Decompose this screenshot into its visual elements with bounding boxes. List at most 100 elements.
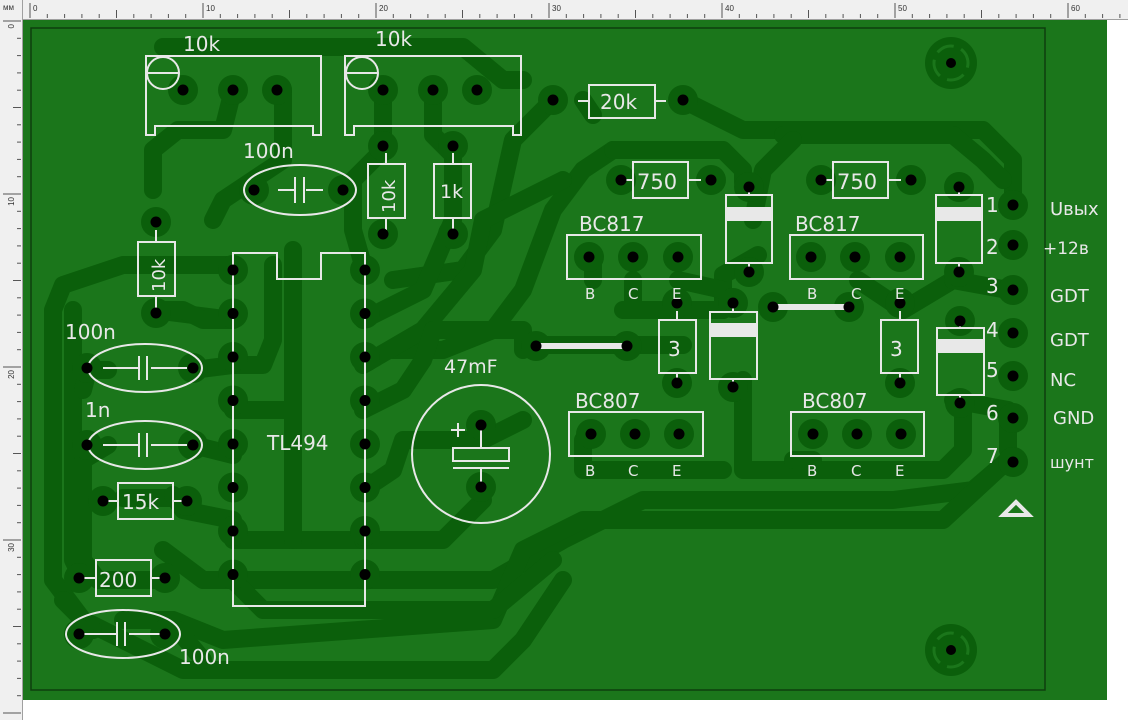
label-resistor-750-left: 750 [637,170,677,194]
drill-hole [359,395,371,406]
drill-hole [475,419,487,431]
drill-hole [150,307,162,319]
drill-hole [187,439,199,451]
drill-hole [159,572,171,584]
drill-hole [471,84,483,96]
ruler-left-label: 0 [7,23,16,28]
label-transistor-bc807-left: BC807 [575,389,641,413]
drill-hole [1007,327,1019,339]
bc817-left-pin-e: E [672,285,681,303]
label-capacitor-100n-bottom: 100n [179,645,230,669]
drill-hole [227,395,239,406]
drill-hole [672,251,684,263]
trimmer-1-outline [145,55,322,136]
silkscreen [65,55,1034,659]
bc817-right-pin-c: C [851,285,861,303]
label-transistor-bc807-right: BC807 [802,389,868,413]
ruler-top-label: 40 [725,4,734,13]
label-resistor-3-right: 3 [890,337,903,361]
label-resistor-750-right: 750 [837,170,877,194]
connector-pin-6-number: 6 [986,401,999,425]
drill-hole [359,569,371,580]
label-resistor-20k: 20k [600,90,637,114]
pcb-board: 10k 10k 100n 20k 10k 1k 10k 100n 1n 15k … [23,20,1107,700]
resistor-20k-outline [578,84,666,119]
drill-hole [530,340,542,352]
connector-pin-2-number: 2 [986,235,999,259]
diode-3-band [710,323,757,337]
connector: 1 2 3 4 5 6 7 Uвых +12в GDT GDT NC GND ш… [986,193,1099,472]
drill-hole [1007,412,1019,424]
capacitor-100n-top-outline [243,164,357,216]
label-resistor-10k-vertical: 10k [379,179,400,213]
drill-hole [621,340,633,352]
diode-2-band [936,207,982,221]
drill-hole [227,482,239,493]
ic-tl494-outline [232,252,366,607]
transistor-bc817-left-outline [566,234,702,280]
drill-hole [671,377,683,389]
drill-hole [743,181,755,193]
drill-hole [187,362,199,374]
drill-hole [849,251,861,263]
drill-hole [677,94,689,106]
drill-hole [727,381,739,393]
label-capacitor-1n: 1n [85,398,110,422]
drill-hole [905,174,917,186]
drill-hole [227,84,239,96]
ruler-top-label: 30 [552,4,561,13]
drill-hole [767,301,779,313]
drill-hole [359,525,371,537]
label-transistor-bc817-right: BC817 [795,212,861,236]
label-capacitor-100n-left: 100n [65,320,116,344]
drill-hole [227,569,239,580]
drill-hole [615,174,627,186]
resistor-750-left-outline [623,161,701,199]
drill-hole [81,362,93,374]
drill-hole [359,308,371,319]
drill-hole [1007,370,1019,382]
connector-pin-7-number: 7 [986,444,999,468]
label-transistor-bc817-left: BC817 [579,212,645,236]
drill-hole [177,84,189,96]
bc817-left-pin-c: C [628,285,638,303]
label-capacitor-100n-top: 100n [243,139,294,163]
drill-hole [337,184,349,196]
drill-hole [743,266,755,278]
bc807-left-pin-b: B [585,462,595,480]
drill-hole [248,184,260,196]
resistor-1k-vertical-outline [433,153,472,230]
label-resistor-200: 200 [99,568,137,592]
drill-hole [447,228,459,240]
drill-hole [1007,284,1019,296]
drill-hole [227,351,239,363]
label-resistor-1k-vertical: 1k [440,181,463,203]
drill-hole [475,481,487,493]
ruler-top-label: 50 [898,4,907,13]
drill-hole [81,439,93,451]
ruler-unit-label: мм [3,3,14,12]
drill-hole [377,84,389,96]
connector-pin-1-number: 1 [986,193,999,217]
drill-hole [894,251,906,263]
ruler-top-label: 60 [1071,4,1080,13]
drill-hole [727,297,739,309]
drill-hole [377,228,389,240]
ruler-top-label: 20 [379,4,388,13]
drill-hole [894,377,906,389]
bc807-left-pin-e: E [672,462,681,480]
bc807-left-pin-c: C [628,462,638,480]
label-capacitor-47mF: 47mF [444,356,498,378]
drill-hole [359,438,371,450]
drill-hole [447,140,459,152]
label-trimmer-1: 10k [183,32,220,56]
connector-pin-3-number: 3 [986,274,999,298]
drill-hole [359,264,371,276]
drill-hole [583,251,595,263]
drill-hole [953,181,965,193]
drill-hole [227,264,239,276]
drill-hole [851,428,863,440]
